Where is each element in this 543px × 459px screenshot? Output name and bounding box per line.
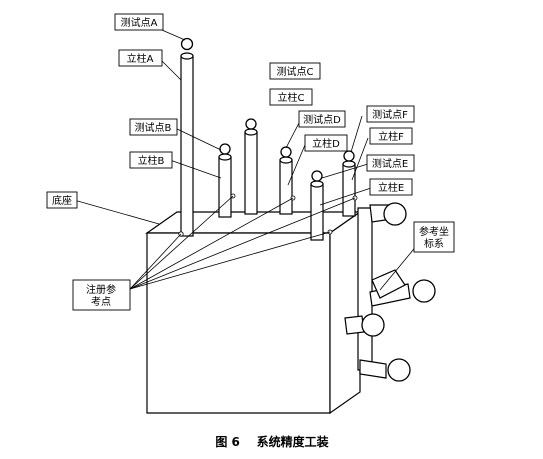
test-point-e-sphere: [311, 170, 323, 182]
label-test-point-f: 测试点F: [366, 105, 415, 123]
figure-caption: 图 6 系统精度工装: [215, 434, 328, 449]
label-registration-points: 注册参 考点: [72, 279, 131, 311]
label-test-point-e: 测试点E: [366, 154, 415, 172]
label-base: 底座: [46, 191, 78, 209]
svg-text:测试点E: 测试点E: [372, 157, 408, 170]
reference-sphere-top: [383, 202, 407, 226]
svg-text:底座: 底座: [52, 194, 72, 207]
svg-text:测试点D: 测试点D: [303, 113, 341, 126]
svg-text:测试点C: 测试点C: [277, 65, 314, 78]
label-test-point-a: 测试点A: [114, 13, 164, 31]
test-point-d-sphere: [280, 146, 292, 158]
reference-sphere-left: [361, 313, 385, 337]
svg-text:立柱A: 立柱A: [127, 52, 154, 65]
test-point-b-sphere: [219, 143, 231, 155]
base-block: [145, 210, 362, 415]
svg-text:立柱D: 立柱D: [312, 137, 340, 150]
svg-text:立柱B: 立柱B: [138, 154, 165, 167]
svg-text:立柱E: 立柱E: [378, 181, 404, 194]
column-b: [218, 143, 236, 218]
label-column-f: 立柱F: [369, 127, 413, 145]
label-column-d: 立柱D: [304, 134, 348, 152]
svg-text:参考坐: 参考坐: [419, 225, 449, 238]
label-column-c: 立柱C: [269, 88, 313, 106]
svg-text:立柱C: 立柱C: [278, 91, 305, 104]
column-c: [244, 118, 258, 215]
label-test-point-d: 测试点D: [298, 110, 346, 128]
base-front-face: [146, 232, 331, 414]
svg-text:测试点A: 测试点A: [121, 16, 158, 29]
test-point-f-sphere: [343, 150, 355, 162]
test-point-a-sphere: [180, 37, 194, 51]
column-e: [310, 170, 358, 241]
leader-lines: [73, 23, 419, 291]
reference-sphere-bottom: [387, 358, 411, 382]
reference-coordinate-frame: [344, 202, 436, 382]
reference-sphere-right: [412, 279, 436, 303]
column-a: [178, 37, 194, 237]
svg-text:注册参: 注册参: [86, 283, 116, 296]
label-test-point-b: 测试点B: [129, 118, 178, 136]
label-column-e: 立柱E: [369, 178, 413, 196]
svg-text:标系: 标系: [424, 238, 444, 250]
svg-text:立柱F: 立柱F: [378, 130, 404, 143]
test-point-c-sphere: [245, 118, 257, 130]
column-f: [342, 150, 356, 217]
svg-text:考点: 考点: [91, 296, 111, 308]
label-column-a: 立柱A: [118, 49, 163, 67]
svg-text:测试点F: 测试点F: [372, 108, 408, 121]
base-right-face: [329, 210, 361, 415]
label-reference-frame: 参考坐 标系: [413, 221, 455, 253]
label-column-b: 立柱B: [129, 151, 173, 169]
svg-text:测试点B: 测试点B: [135, 121, 172, 134]
label-test-point-c: 测试点C: [269, 62, 321, 80]
base-top-face: [145, 211, 362, 234]
